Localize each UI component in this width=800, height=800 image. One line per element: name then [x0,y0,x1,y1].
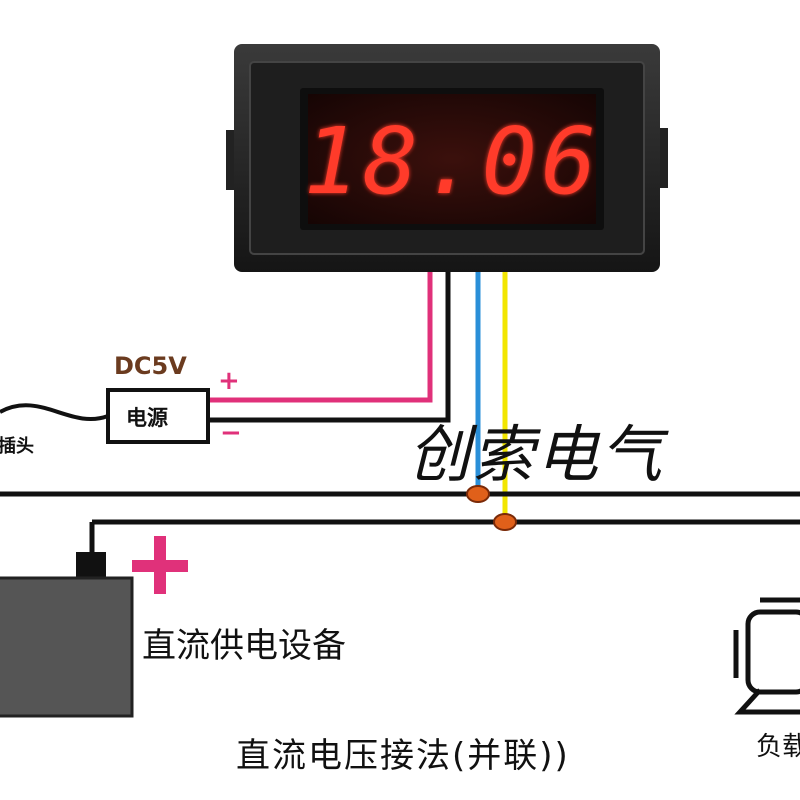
psu-rating-label: DC5V [114,352,187,380]
meter-reading: 18.06 [304,108,601,215]
psu-minus-sign: − [220,418,242,448]
junction-negative [466,485,490,503]
diagram-caption: 直流电压接法(并联)) [236,736,570,776]
dc-source-label: 直流供电设备 [142,626,346,666]
brand-watermark: 创索电气 [408,418,665,491]
motor-icon [733,597,800,715]
panel-meter: 18.06 [226,44,668,272]
dc-source [0,536,188,718]
meter-leads [210,272,508,520]
psu-plus-sign: + [218,366,240,396]
load-label: 负载 [756,732,800,762]
meter-display [308,94,596,224]
psu-label: 电源 [126,406,168,430]
dc-bus [0,491,800,560]
junction-positive [493,513,517,531]
source-plus-sign [132,536,188,594]
plug-label: 插头 [0,436,34,457]
plug-cable [0,403,109,422]
power-supply [0,388,210,444]
